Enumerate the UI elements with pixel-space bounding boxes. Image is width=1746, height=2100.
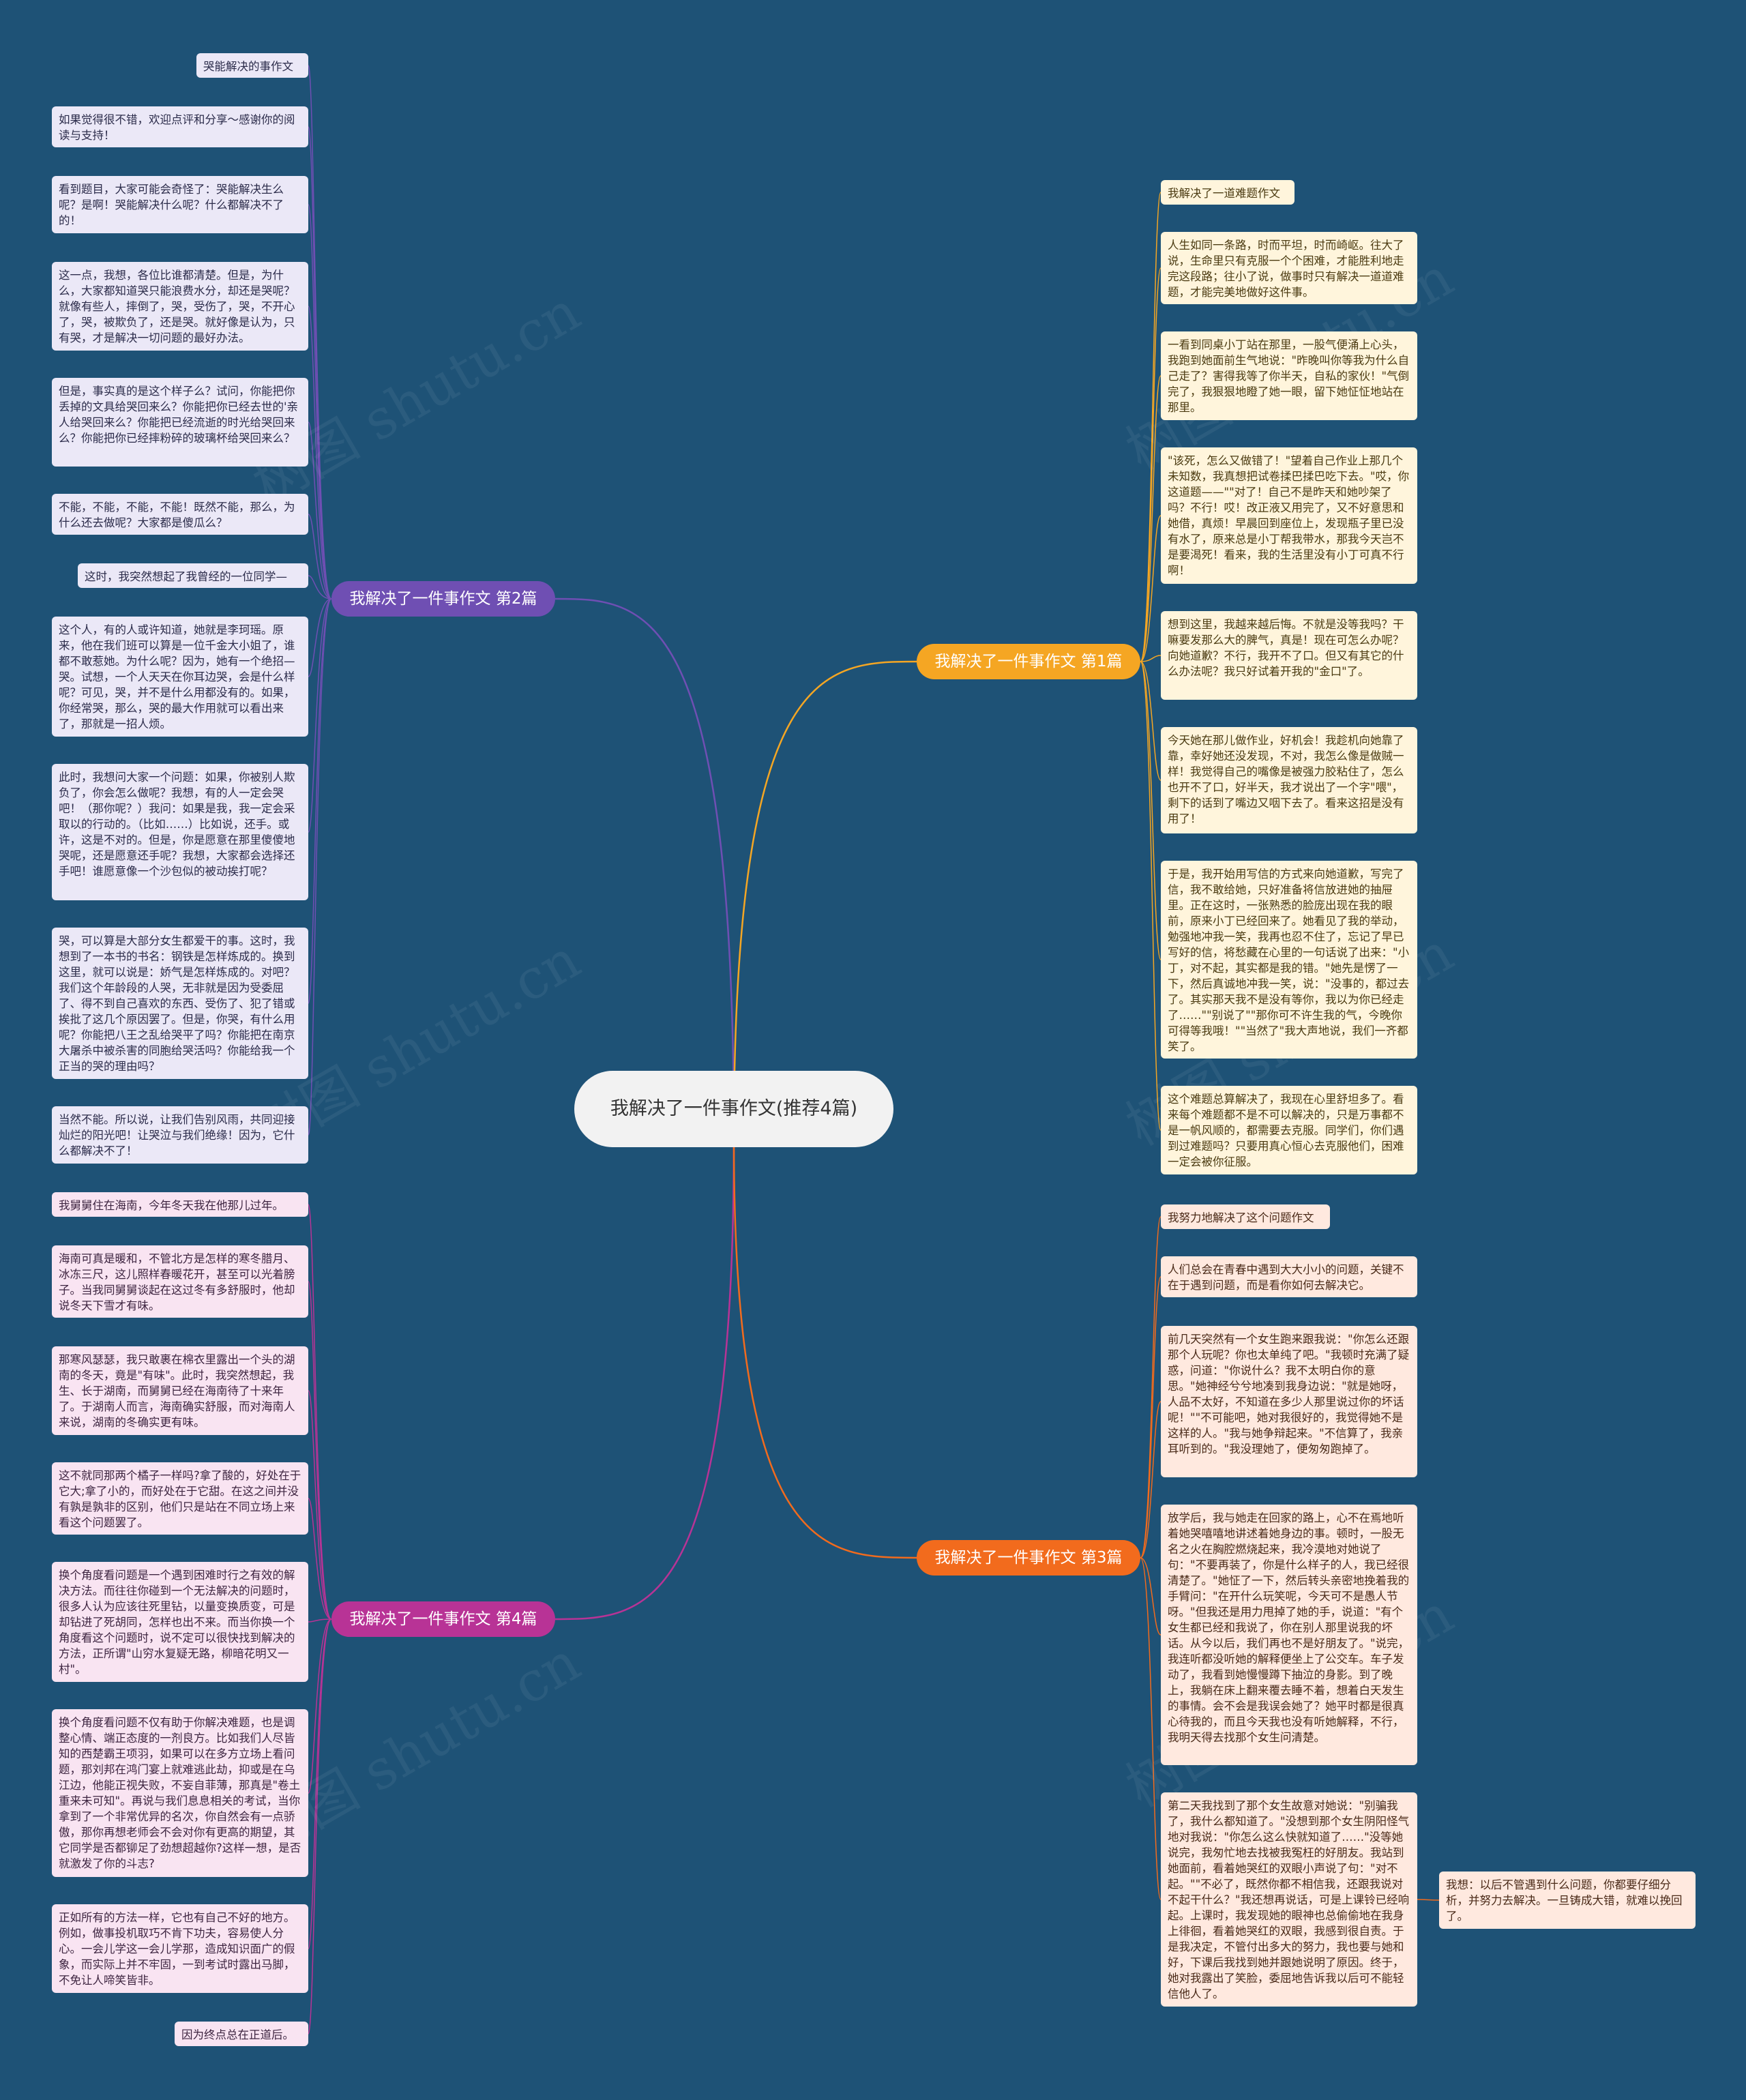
- link-b1-5: [1140, 661, 1161, 781]
- leaf-b2-2: 看到题目，大家可能会奇怪了：哭能解决生么呢？是啊！哭能解决什么呢？什么都解决不了…: [52, 176, 308, 233]
- branch-b1[interactable]: 我解决了一件事作文 第1篇: [917, 644, 1140, 679]
- link-b4-6: [308, 1618, 332, 1949]
- leaf-b2-9: 哭，可以算是大部分女生都爱干的事。这时，我想到了一本书的书名：钢铁是怎样炼成的。…: [52, 928, 308, 1079]
- link-b2-2: [308, 204, 332, 600]
- link-b4-7: [308, 1618, 332, 2035]
- link-central-b2: [554, 597, 735, 1140]
- link-b2-6: [308, 575, 332, 600]
- link-central-b3: [733, 1139, 917, 1559]
- leaf-b4-5: 换个角度看问题不仅有助于你解决难题，也是调整心情、端正态度的一剂良方。比如我们人…: [52, 1709, 308, 1877]
- leaf-b4-1: 海南可真是暖和，不管北方是怎样的寒冬腊月、冰冻三尺，这儿照样春暖花开，甚至可以光…: [52, 1245, 308, 1318]
- leaf-b3-4: 第二天我找到了那个女生故意对她说："别骗我了，我什么都知道了。"没想到那个女生阴…: [1161, 1792, 1417, 2007]
- link-b2-5: [308, 514, 332, 600]
- link-b1-2: [1140, 375, 1161, 662]
- link-b4-4: [308, 1618, 332, 1623]
- link-b1-1: [1140, 267, 1161, 662]
- leaf-b4-7: 因为终点总在正道后。: [175, 2022, 308, 2046]
- leaf-b2-10: 当然不能。所以说，让我们告别风雨，共同迎接灿烂的阳光吧！让哭泣与我们绝缘！因为，…: [52, 1106, 308, 1164]
- leaf-b1-6: 于是，我开始用写信的方式来向她道歉，写完了信，我不敢给她，只好准备将信放进她的抽…: [1161, 861, 1417, 1059]
- central-topic[interactable]: 我解决了一件事作文(推荐4篇): [574, 1071, 893, 1147]
- link-b4-3: [308, 1498, 332, 1620]
- leaf-b3-0: 我努力地解决了这个问题作文: [1161, 1204, 1330, 1229]
- leaf-b4-3: 这不就同那两个橘子一样吗?拿了酸的，好处在于它大;拿了小的，而好处在于它甜。在这…: [52, 1462, 308, 1535]
- link-b4-1: [308, 1281, 332, 1620]
- link-b2-4: [308, 422, 332, 600]
- branch-b3[interactable]: 我解决了一件事作文 第3篇: [917, 1540, 1140, 1576]
- branch-b2[interactable]: 我解决了一件事作文 第2篇: [331, 581, 555, 617]
- leaf-b2-3: 这一点，我想，各位比谁都清楚。但是，为什么，大家都知道哭只能浪费水分，却还是哭呢…: [52, 262, 308, 351]
- link-b3-3: [1140, 1557, 1161, 1636]
- link-b4-2: [308, 1390, 332, 1620]
- leaf-b1-4: 想到这里，我越来越后悔。不就是没等我吗？干嘛要发那么大的脾气，真是！现在可怎么办…: [1161, 611, 1417, 700]
- leaf-b3-3: 放学后，我与她走在回家的路上，心不在焉地听着她哭嘻嘻地讲述着她身边的事。顿时，一…: [1161, 1505, 1417, 1765]
- link-b3-4: [1140, 1557, 1161, 1900]
- leaf-b2-7: 这个人，有的人或许知道，她就是李珂瑶。原来，他在我们班可以算是一位千金大小姐了，…: [52, 617, 308, 737]
- leaf-b2-4: 但是，事实真的是这个样子么？试问，你能把你丢掉的文具给哭回来么？你能把你已经去世…: [52, 378, 308, 467]
- leaf-b1-1: 人生如同一条路，时而平坦，时而崎岖。往大了说，生命里只有克服一个个困难，才能胜利…: [1161, 232, 1417, 304]
- link-central-b4: [554, 1139, 735, 1621]
- link-b3-5: [1417, 1899, 1440, 1901]
- link-b2-3: [308, 306, 332, 600]
- leaf-b2-1: 如果觉得很不错，欢迎点评和分享～感谢你的阅读与支持！: [52, 106, 308, 147]
- link-b1-6: [1140, 661, 1161, 960]
- leaf-b2-5: 不能，不能，不能，不能！既然不能，那么，为什么还去做呢？大家都是傻瓜么？: [52, 494, 308, 535]
- leaf-b3-5: 我想：以后不管遇到什么问题，你都要仔细分析，并努力去解决。一旦铸成大错，就难以挽…: [1439, 1872, 1696, 1929]
- link-b4-0: [308, 1204, 332, 1620]
- leaf-b4-2: 那寒风瑟瑟，我只敢裹在棉衣里露出一个头的湖南的冬天，竟是"有味"。此时，我突然想…: [52, 1346, 308, 1435]
- leaf-b2-8: 此时，我想问大家一个问题：如果，你被别人欺负了，你会怎么做呢？我想，有的人一定会…: [52, 764, 308, 900]
- link-b1-3: [1140, 515, 1161, 662]
- link-b2-8: [308, 598, 332, 833]
- leaf-b4-4: 换个角度看问题是一个遇到困难时行之有效的解决方法。而往往你碰到一个无法解决的问题…: [52, 1562, 308, 1682]
- link-b2-1: [308, 126, 332, 600]
- link-b1-4: [1140, 655, 1161, 662]
- link-b3-1: [1140, 1276, 1161, 1558]
- leaf-b1-7: 这个难题总算解决了，我现在心里舒坦多了。看来每个难题都不是不可以解决的，只是万事…: [1161, 1086, 1417, 1174]
- link-b3-2: [1140, 1401, 1161, 1558]
- leaf-b2-0: 哭能解决的事作文: [196, 53, 308, 78]
- branch-b4[interactable]: 我解决了一件事作文 第4篇: [331, 1601, 555, 1637]
- link-b2-7: [308, 598, 332, 677]
- leaf-b1-2: 一看到同桌小丁站在那里，一股气便涌上心头，我跑到她面前生气地说："昨晚叫你等我为…: [1161, 331, 1417, 420]
- link-b2-9: [308, 598, 332, 1004]
- link-b1-7: [1140, 661, 1161, 1131]
- link-b4-5: [308, 1618, 332, 1794]
- leaf-b1-0: 我解决了一道难题作文: [1161, 180, 1294, 205]
- link-central-b1: [733, 660, 917, 1140]
- link-b2-10: [308, 598, 332, 1136]
- leaf-b1-5: 今天她在那儿做作业，好机会！我趁机向她靠了靠，幸好她还没发现，不对，我怎么像是做…: [1161, 727, 1417, 833]
- leaf-b3-2: 前几天突然有一个女生跑来跟我说："你怎么还跟那个人玩呢？你也太单纯了吧。"我顿时…: [1161, 1326, 1417, 1477]
- leaf-b3-1: 人们总会在青春中遇到大大小小的问题，关键不在于遇到问题，而是看你如何去解决它。: [1161, 1256, 1417, 1297]
- leaf-b1-3: "该死，怎么又做错了！"望着自己作业上那几个未知数，我真想把试卷揉巴揉巴吃下去。…: [1161, 447, 1417, 584]
- leaf-b4-6: 正如所有的方法一样，它也有自己不好的地方。例如，做事投机取巧不肯下功夫，容易使人…: [52, 1904, 308, 1993]
- leaf-b2-6: 这时，我突然想起了我曾经的一位同学—: [78, 563, 308, 588]
- leaf-b4-0: 我舅舅住在海南，今年冬天我在他那儿过年。: [52, 1192, 308, 1217]
